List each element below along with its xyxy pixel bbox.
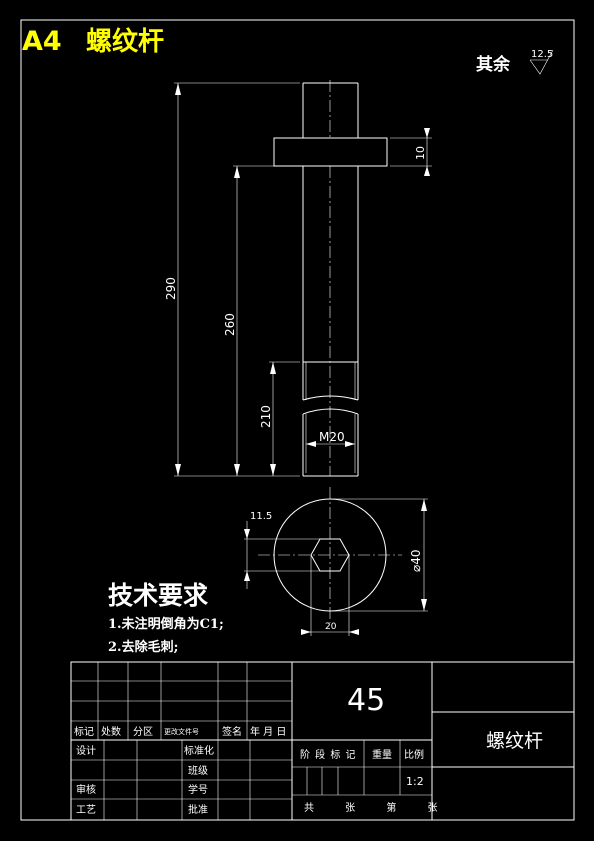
roughness-value: 12.5 [531,49,553,60]
student-id-label: 学号 [188,783,208,796]
hex-depth-value: 11.5 [250,511,272,522]
thread-length-value: 210 [259,405,273,428]
scale-value: 1:2 [406,775,424,788]
revision-headers: 标记 处数 分区 更改文件号 签名 年 月 日 [74,725,286,738]
total-length-value: 290 [164,277,178,300]
tech-requirement-1: 1.未注明倒角为C1; [108,616,224,632]
dim-thread-length: 210 [259,361,300,476]
sheet-count: 共 张 第 张 [304,801,452,814]
rev-header-sign: 签名 [222,725,242,738]
collar [273,137,388,167]
designer-label: 设计 [76,744,96,757]
collar-thickness-value: 10 [414,146,427,160]
dim-collar-diameter: ⌀40 [330,498,428,612]
rev-header-mark: 标记 [74,726,94,738]
drawing-name: 螺纹杆 [486,730,543,752]
tech-requirement-2: 2.去除毛刺; [108,639,178,655]
rev-header-zone: 分区 [133,726,153,738]
dim-hex-depth: 11.5 [244,511,320,589]
title-block [70,661,575,821]
drawing-border [20,19,575,821]
process-label: 工艺 [76,804,96,816]
approve-label: 批准 [188,803,208,816]
surface-finish-label: 其余 [476,54,511,75]
dim-collar-thickness: 10 [390,128,432,176]
roughness-symbol: 12.5 [529,49,553,75]
rev-header-count: 处数 [101,725,121,738]
rev-header-doc: 更改文件号 [164,727,199,736]
rod-front-view [273,80,388,477]
dim-total-length: 290 [164,82,300,477]
part-name-header: 螺纹杆 [86,26,164,57]
scale-header: 比例 [404,748,424,761]
sheet-size-label: A4 [22,26,62,57]
rev-header-date: 年 月 日 [250,725,286,738]
weight-header: 重量 [372,748,392,761]
hex-across-flats-value: 20 [325,622,337,632]
class-label: 班级 [188,765,208,777]
dim-thread-spec: M20 [306,430,355,447]
thread-spec-value: M20 [319,430,345,444]
dim-length-below-collar: 260 [223,165,300,476]
collar-diameter-value: ⌀40 [409,550,423,573]
tech-requirements-title: 技术要求 [108,581,208,610]
material-value: 45 [347,683,385,718]
length-below-collar-value: 260 [223,313,237,336]
stage-header: 阶 段 标 记 [300,748,357,761]
checker-label: 审核 [76,783,96,796]
dim-hex-across-flats: 20 [301,555,359,636]
rod-end-view [258,487,402,623]
standardization-label: 标准化 [184,744,214,757]
